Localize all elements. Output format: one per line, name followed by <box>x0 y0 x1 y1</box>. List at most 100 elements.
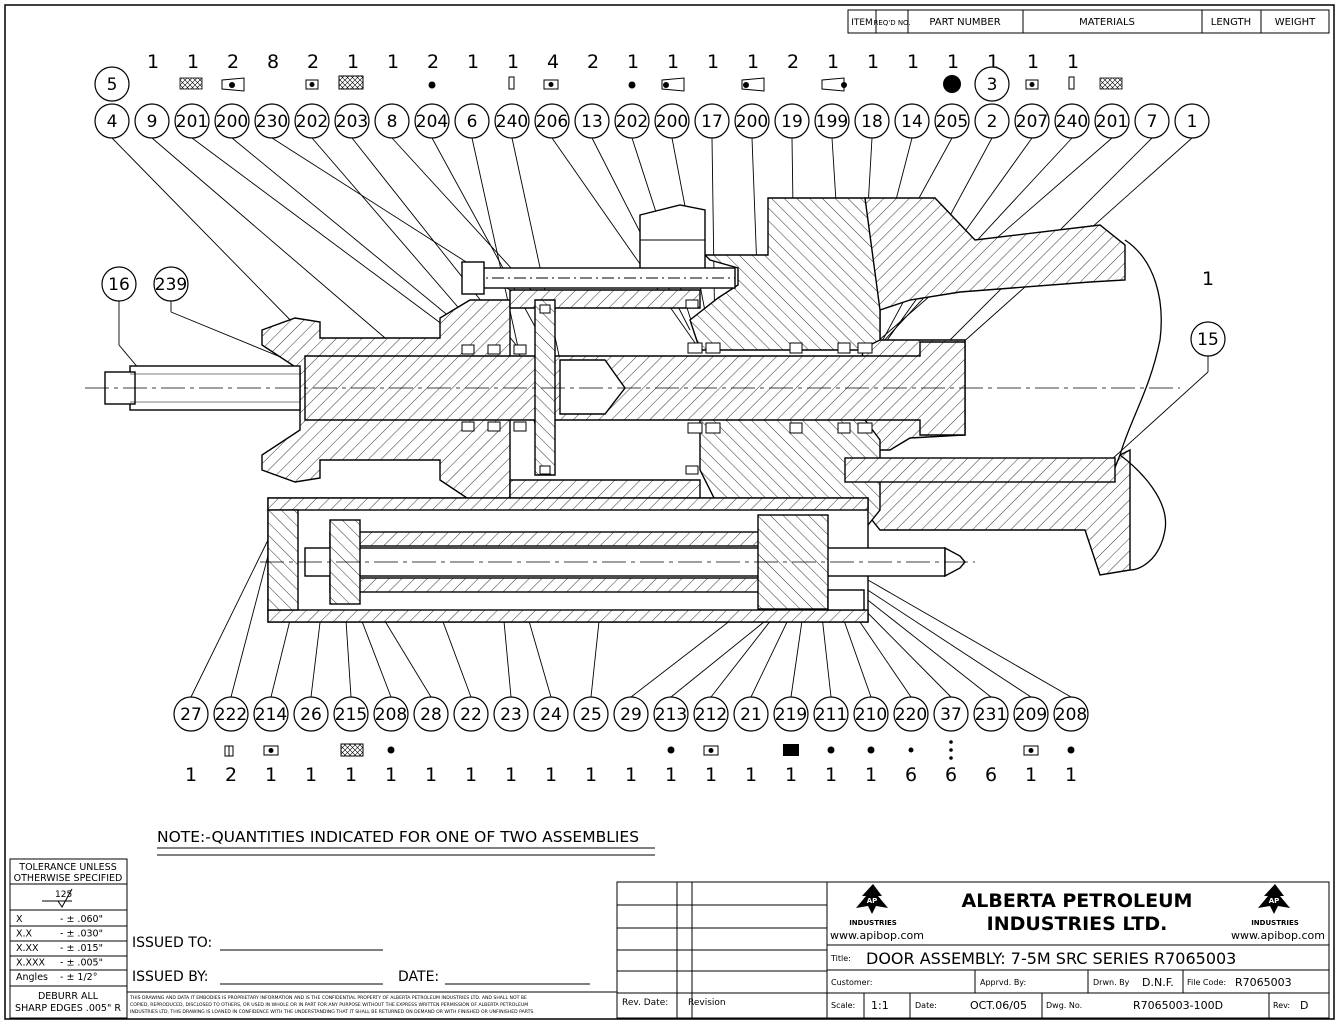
balloon-item-5: 5 <box>94 66 130 102</box>
balloon-bottom-11: 29 <box>613 696 649 732</box>
svg-text:202: 202 <box>296 112 328 132</box>
bottom-qty-4: 1 <box>345 764 357 786</box>
balloon-top-7: 8 <box>374 103 410 139</box>
tolerance-row-value-2: - ± .015" <box>60 943 103 954</box>
assembly-note: NOTE:-QUANTITIES INDICATED FOR ONE OF TW… <box>157 828 639 846</box>
header-reqd: REQ'D NO. <box>873 19 910 27</box>
balloon-top-4: 230 <box>254 103 290 139</box>
drawing-title: DOOR ASSEMBLY: 7-5M SRC SERIES R7065003 <box>866 949 1236 968</box>
bottom-qty-1: 2 <box>225 764 237 786</box>
svg-text:214: 214 <box>255 705 287 725</box>
tolerance-title-1: TOLERANCE UNLESS <box>18 862 116 873</box>
svg-text:208: 208 <box>1055 705 1087 725</box>
lock-cylinder-end-cap <box>267 509 299 611</box>
issued-to-label: ISSUED TO: <box>132 935 212 951</box>
bottom-qty-14: 1 <box>745 764 757 786</box>
balloon-top-19: 18 <box>854 103 890 139</box>
top-qty-17: 1 <box>827 51 839 73</box>
bottom-qty-11: 1 <box>625 764 637 786</box>
company-logo-right: AP INDUSTRIES <box>1251 884 1299 927</box>
balloon-bottom-1: 222 <box>213 696 249 732</box>
flange <box>509 289 701 309</box>
balloon-top-27: 1 <box>1174 103 1210 139</box>
top-qty-9: 1 <box>507 51 519 73</box>
svg-text:21: 21 <box>740 705 762 725</box>
svg-text:6: 6 <box>467 112 478 132</box>
top-qty-11: 2 <box>587 51 599 73</box>
svg-text:37: 37 <box>940 705 962 725</box>
bottom-qty-3: 1 <box>305 764 317 786</box>
balloon-top-2: 201 <box>174 103 210 139</box>
svg-text:13: 13 <box>581 112 603 132</box>
top-qty-12: 1 <box>627 51 639 73</box>
svg-text:16: 16 <box>108 275 130 295</box>
balloon-item-15: 15 <box>1190 321 1226 357</box>
balloon-top-0: 4 <box>94 103 130 139</box>
bottom-qty-0: 1 <box>185 764 197 786</box>
svg-text:15: 15 <box>1197 330 1219 350</box>
seal-symbols-bottom <box>224 740 1075 760</box>
bottom-qty-15: 1 <box>785 764 797 786</box>
seal-symbols-top <box>179 75 1123 93</box>
balloon-bottom-9: 24 <box>533 696 569 732</box>
header-item: ITEM <box>851 18 873 28</box>
balloon-top-14: 200 <box>654 103 690 139</box>
balloon-top-5: 202 <box>294 103 330 139</box>
svg-text:24: 24 <box>540 705 562 725</box>
svg-text:208: 208 <box>375 705 407 725</box>
balloon-bottom-18: 220 <box>893 696 929 732</box>
balloon-top-11: 206 <box>534 103 570 139</box>
bottom-qty-18: 6 <box>905 764 917 786</box>
item-1-label: 1 <box>1202 268 1214 290</box>
top-qty-16: 2 <box>787 51 799 73</box>
svg-text:239: 239 <box>155 275 187 295</box>
svg-text:210: 210 <box>855 705 887 725</box>
svg-text:2: 2 <box>987 112 998 132</box>
website-right: www.apibop.com <box>1231 929 1325 942</box>
balloon-item-16: 16 <box>101 266 137 302</box>
bottom-qty-13: 1 <box>705 764 717 786</box>
svg-text:1: 1 <box>1187 112 1198 132</box>
svg-text:AP: AP <box>1269 897 1280 905</box>
cylinder-housing <box>689 197 881 351</box>
scale-label: Scale: <box>831 1001 855 1010</box>
bottom-qty-7: 1 <box>465 764 477 786</box>
balloon-bottom-15: 219 <box>773 696 809 732</box>
svg-text:INDUSTRIES: INDUSTRIES <box>1251 919 1299 927</box>
svg-text:220: 220 <box>895 705 927 725</box>
balloon-top-16: 200 <box>734 103 770 139</box>
svg-text:AP: AP <box>867 897 878 905</box>
balloon-top-13: 202 <box>614 103 650 139</box>
balloon-top-8: 204 <box>414 103 450 139</box>
svg-text:202: 202 <box>616 112 648 132</box>
tolerance-row-label-3: X.XXX <box>16 958 46 969</box>
tolerance-title-2: OTHERWISE SPECIFIED <box>14 873 123 884</box>
top-qty-5: 1 <box>347 51 359 73</box>
balloon-top-21: 205 <box>934 103 970 139</box>
svg-text:17: 17 <box>701 112 723 132</box>
svg-text:9: 9 <box>147 112 158 132</box>
svg-text:204: 204 <box>416 112 448 132</box>
top-qty-3: 8 <box>267 51 279 73</box>
title-block: AP INDUSTRIES AP INDUSTRIES ALBERTA PETR… <box>826 881 1330 1019</box>
lock-cylinder-tube <box>329 531 761 547</box>
top-qty-15: 1 <box>747 51 759 73</box>
balloon-bottom-7: 22 <box>453 696 489 732</box>
rev-label: Rev: <box>1273 1001 1290 1010</box>
top-qty-10: 4 <box>547 51 559 73</box>
svg-text:215: 215 <box>335 705 367 725</box>
top-qty-23: 1 <box>1067 51 1079 73</box>
balloon-bottom-5: 208 <box>373 696 409 732</box>
svg-text:23: 23 <box>500 705 522 725</box>
tolerance-row-value-1: - ± .030" <box>60 929 103 940</box>
side-balloons: 16 239 15 <box>101 266 1226 357</box>
bottom-qty-16: 1 <box>825 764 837 786</box>
balloon-top-6: 203 <box>334 103 370 139</box>
balloon-bottom-8: 23 <box>493 696 529 732</box>
top-qty-20: 1 <box>947 51 959 73</box>
top-qty-18: 1 <box>867 51 879 73</box>
revision-label: Revision <box>688 998 726 1008</box>
